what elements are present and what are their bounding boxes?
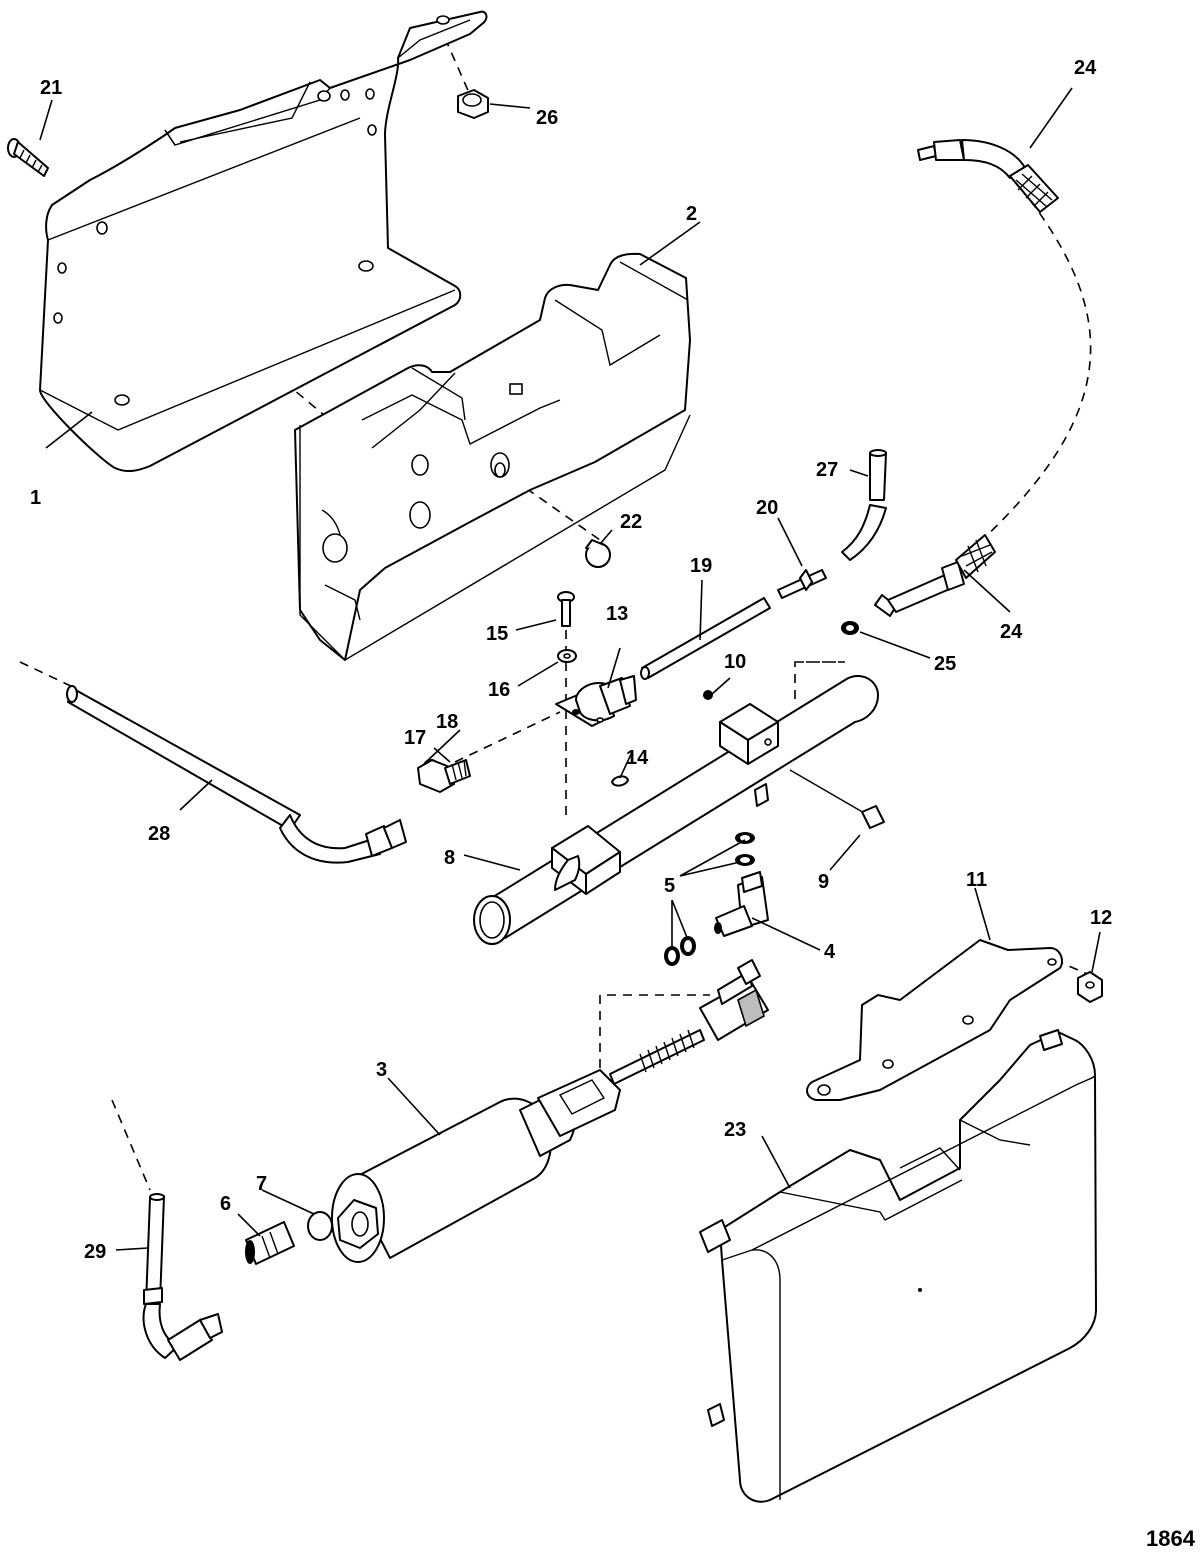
callout-9: 9 <box>818 871 829 893</box>
callout-2: 2 <box>686 203 697 225</box>
part-28-fuel-line <box>66 685 407 864</box>
callout-12: 12 <box>1090 907 1112 929</box>
part-29-hose <box>142 1193 223 1361</box>
callout-16: 16 <box>488 679 510 701</box>
part-15-screw <box>557 591 575 627</box>
part-19-rod <box>640 597 771 680</box>
callout-6: 6 <box>220 1193 231 1215</box>
part-21-screw <box>7 138 49 177</box>
callout-15: 15 <box>486 623 508 645</box>
part-11-clamp-bracket <box>806 939 1063 1101</box>
callout-5: 5 <box>664 875 675 897</box>
part-3-fuel-pump <box>331 959 769 1263</box>
callout-29: 29 <box>84 1241 106 1263</box>
callout-10: 10 <box>724 651 746 673</box>
figure-number: 1864 <box>1146 1526 1196 1551</box>
part-1-mounting-bracket <box>39 10 488 473</box>
part-22-plug <box>585 539 611 568</box>
callout-3: 3 <box>376 1059 387 1081</box>
part-7-filter-disc <box>307 1211 333 1241</box>
callout-4: 4 <box>824 941 836 963</box>
leader-lines <box>39 87 1101 1251</box>
callout-11: 11 <box>966 869 987 891</box>
part-4-elbow <box>714 871 769 937</box>
part-5-washers <box>664 832 755 966</box>
part-26-nut <box>457 89 489 119</box>
part-17-bolt <box>417 759 471 793</box>
part-6-fitting <box>245 1221 295 1265</box>
callout-24-top: 24 <box>1074 57 1097 79</box>
part-27-short-hose <box>841 449 887 561</box>
callout-20: 20 <box>756 497 778 519</box>
callout-26: 26 <box>536 107 558 129</box>
callout-8: 8 <box>444 847 455 869</box>
callout-28: 28 <box>148 823 170 845</box>
part-24-hose-upper <box>917 139 1059 213</box>
callout-18: 18 <box>436 711 458 733</box>
part-13-regulator <box>555 675 637 727</box>
part-12-nut <box>1077 971 1103 1003</box>
callout-13: 13 <box>606 603 628 625</box>
callout-27: 27 <box>816 459 838 481</box>
callout-25: 25 <box>934 653 956 675</box>
part-2-cooler-bracket <box>294 252 691 661</box>
part-16-washer <box>557 649 577 663</box>
part-23-cooler-box <box>699 1029 1097 1503</box>
part-8-cooler-tube <box>473 675 879 945</box>
callout-14: 14 <box>626 747 649 769</box>
part-10-plug <box>703 690 713 700</box>
callout-22: 22 <box>620 511 642 533</box>
callout-17: 17 <box>404 727 426 749</box>
part-14-clip <box>611 775 629 787</box>
callout-23: 23 <box>724 1119 746 1141</box>
callout-7: 7 <box>256 1173 267 1195</box>
part-20-fitting <box>777 569 827 599</box>
callout-19: 19 <box>690 555 712 577</box>
callout-21: 21 <box>40 77 62 99</box>
part-24-hose-lower <box>874 534 996 617</box>
callout-1: 1 <box>30 487 41 509</box>
part-25-seal <box>841 621 859 635</box>
callout-24-lower: 24 <box>1000 621 1023 643</box>
part-9-sensor <box>789 769 885 829</box>
callout-labels: 1 2 3 4 5 6 7 8 9 10 11 12 13 14 15 16 1… <box>30 57 1112 1263</box>
